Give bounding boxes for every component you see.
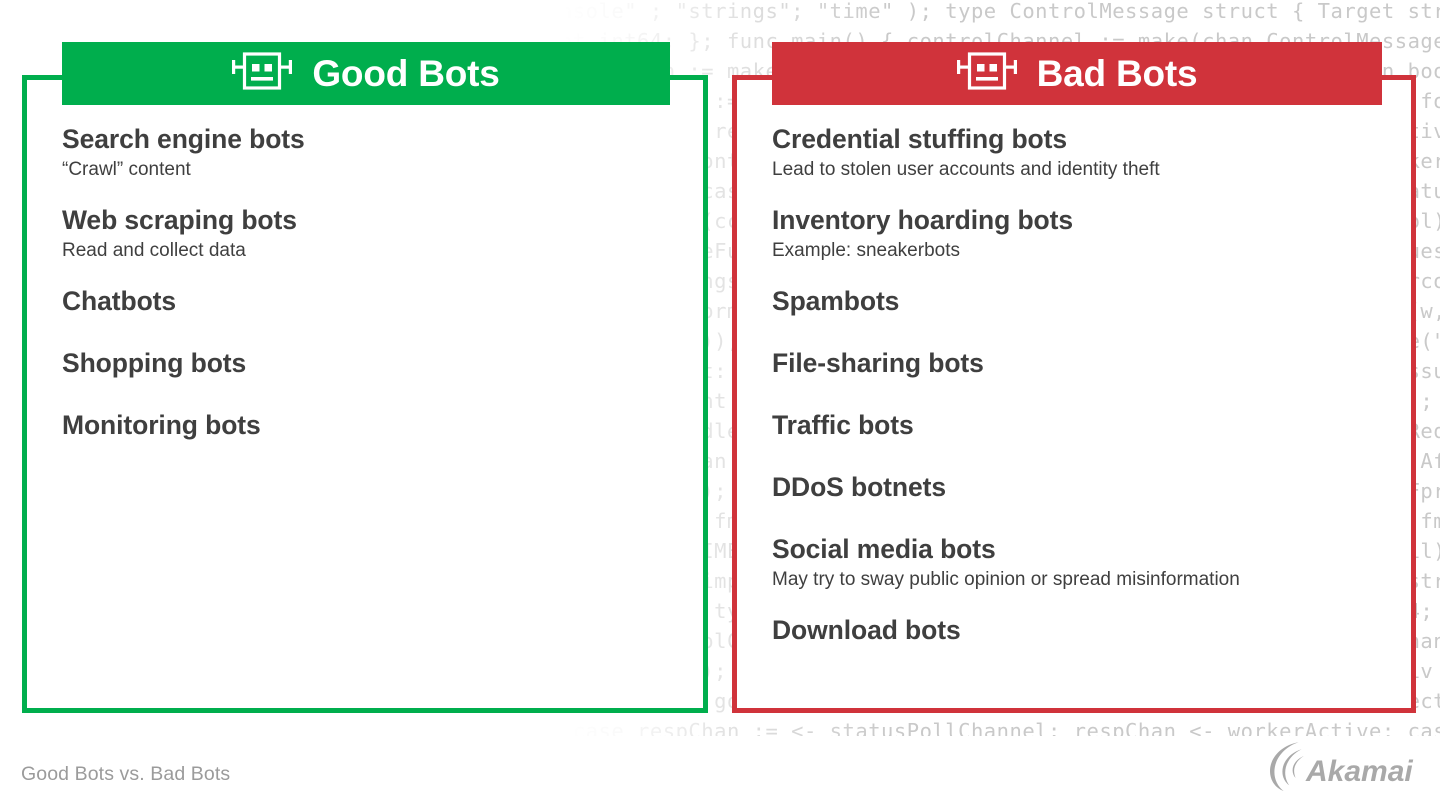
list-spacer xyxy=(772,380,1412,408)
list-spacer xyxy=(62,183,682,203)
bad-bots-panel-header: Bad Bots xyxy=(772,42,1382,105)
bot-type-name: Traffic bots xyxy=(772,410,914,440)
list-item: Monitoring bots xyxy=(62,408,682,442)
bot-type-description: “Crawl” content xyxy=(62,159,191,180)
bot-type-name: Chatbots xyxy=(62,286,177,316)
bot-type-name: Download bots xyxy=(772,615,961,645)
bot-type-name: File-sharing bots xyxy=(772,348,984,378)
bot-type-description: Read and collect data xyxy=(62,240,246,261)
bot-type-name: Inventory hoarding bots xyxy=(772,205,1073,235)
bot-type-name: Spambots xyxy=(772,286,900,316)
bot-type-name: Social media bots xyxy=(772,534,996,564)
list-spacer xyxy=(772,183,1412,203)
list-spacer xyxy=(772,442,1412,470)
bot-type-description: Example: sneakerbots xyxy=(772,240,960,261)
bot-type-name: Web scraping bots xyxy=(62,205,297,235)
footer-caption: Good Bots vs. Bad Bots xyxy=(21,763,231,785)
list-item: File-sharing bots xyxy=(772,346,1412,380)
list-item: Spambots xyxy=(772,284,1412,318)
list-item: Search engine bots “Crawl” content xyxy=(62,122,682,183)
akamai-wordmark: Akamai xyxy=(1305,755,1413,788)
code-line: case respChan := <- statusPollChannel: r… xyxy=(572,719,1440,736)
bot-type-name: Credential stuffing bots xyxy=(772,124,1067,154)
code-line: nsole" ; "strings"; "time" ); type Contr… xyxy=(560,0,1440,23)
list-item: DDoS botnets xyxy=(772,470,1412,504)
bad-bots-title: Bad Bots xyxy=(1036,53,1198,94)
robot-face-icon xyxy=(956,51,1017,96)
bad-bots-panel-frame xyxy=(732,75,1416,713)
list-spacer xyxy=(772,593,1412,613)
bot-type-name: Monitoring bots xyxy=(62,410,261,440)
list-item: Traffic bots xyxy=(772,408,1412,442)
bot-type-name: Shopping bots xyxy=(62,348,247,378)
list-spacer xyxy=(772,504,1412,532)
bot-type-name: DDoS botnets xyxy=(772,472,946,502)
list-item: Chatbots xyxy=(62,284,682,318)
list-item: Download bots xyxy=(772,613,1412,647)
list-spacer xyxy=(772,264,1412,284)
good-bots-panel-header: Good Bots xyxy=(62,42,670,105)
list-spacer xyxy=(62,318,682,346)
list-spacer xyxy=(62,264,682,284)
list-item: Shopping bots xyxy=(62,346,682,380)
bot-type-description: Lead to stolen user accounts and identit… xyxy=(772,159,1160,180)
bot-type-description: May try to sway public opinion or spread… xyxy=(772,569,1240,590)
robot-face-icon xyxy=(232,51,293,96)
akamai-logo: Akamai xyxy=(1268,740,1420,792)
list-spacer xyxy=(772,318,1412,346)
bot-type-name: Search engine bots xyxy=(62,124,305,154)
good-bots-title: Good Bots xyxy=(312,53,500,94)
list-spacer xyxy=(62,380,682,408)
good-bots-panel-frame xyxy=(22,75,708,713)
